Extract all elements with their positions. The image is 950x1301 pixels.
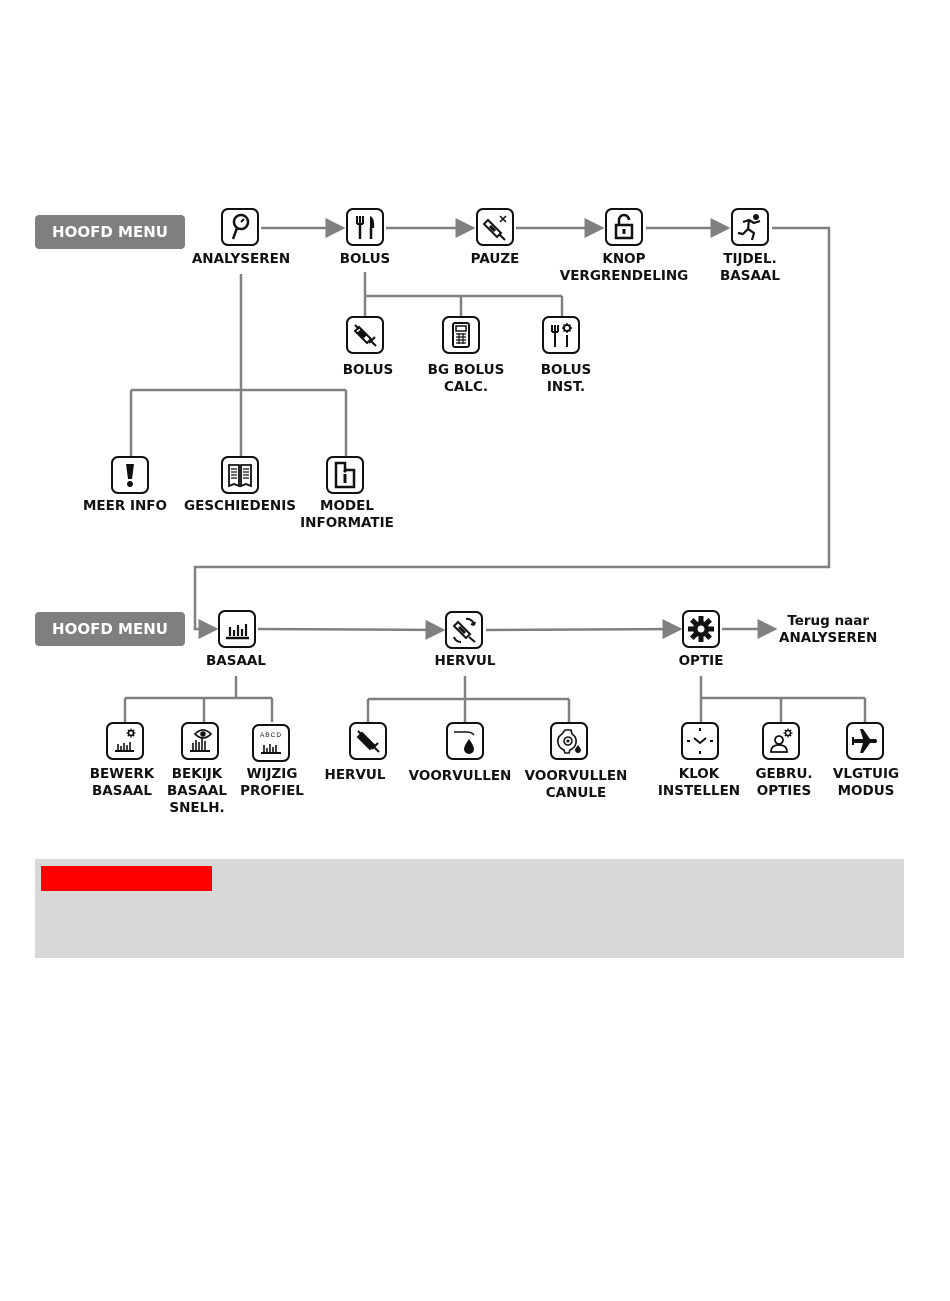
label-tijdel-basaal: TIJDEL. BASAAL bbox=[720, 251, 780, 285]
user-gear-icon[interactable] bbox=[762, 722, 800, 760]
calculator-icon[interactable] bbox=[442, 316, 480, 354]
label-line: INSTELLEN bbox=[657, 783, 741, 799]
label-line: VERGRENDELING bbox=[559, 268, 689, 284]
label-line: BASAAL bbox=[92, 783, 152, 799]
bar-chart-gear-icon[interactable] bbox=[106, 722, 144, 760]
exclamation-icon[interactable] bbox=[111, 456, 149, 494]
label-optie: OPTIE bbox=[678, 653, 724, 669]
arrow-basaal-hervul bbox=[257, 619, 446, 640]
svg-text:ABCD: ABCD bbox=[260, 732, 282, 739]
syringe-pause-icon[interactable] bbox=[476, 208, 514, 246]
label-hervul: HERVUL bbox=[434, 653, 496, 669]
airplane-icon[interactable] bbox=[846, 722, 884, 760]
label-bewerk-basaal: BEWERK BASAAL bbox=[90, 766, 154, 800]
label-line: INST. bbox=[546, 379, 586, 395]
label-line: CALC. bbox=[444, 379, 488, 395]
label-line: MODEL bbox=[320, 498, 374, 514]
note-line: ANALYSEREN bbox=[779, 630, 878, 646]
label-line: OPTIES bbox=[756, 783, 812, 799]
running-person-icon[interactable] bbox=[731, 208, 769, 246]
label-analyseren: ANALYSEREN bbox=[191, 251, 291, 267]
label-bekijk-basaal-snelh: BEKIJK BASAAL SNELH. bbox=[167, 766, 227, 817]
label-line: PROFIEL bbox=[240, 783, 304, 799]
label-vlgtuig-modus: VLGTUIG MODUS bbox=[833, 766, 899, 800]
label-line: VOORVULLEN bbox=[524, 768, 628, 784]
label-voorvullen: VOORVULLEN bbox=[408, 768, 512, 784]
label-voorvullen-canule: VOORVULLEN CANULE bbox=[525, 768, 628, 802]
book-icon[interactable] bbox=[221, 456, 259, 494]
syringe-refill-icon[interactable] bbox=[445, 611, 483, 649]
label-line: BEKIJK bbox=[171, 766, 223, 782]
back-to-analyseren-note: Terug naar ANALYSEREN bbox=[779, 613, 877, 647]
label-line: BOLUS bbox=[540, 362, 592, 378]
label-pauze: PAUZE bbox=[470, 251, 520, 267]
label-line: BG BOLUS bbox=[427, 362, 505, 378]
label-hervul-sub: HERVUL bbox=[324, 767, 386, 783]
label-gebru-opties: GEBRU. OPTIES bbox=[755, 766, 812, 800]
cannula-drop-icon[interactable] bbox=[550, 722, 588, 760]
label-meer-info: MEER INFO bbox=[83, 498, 167, 514]
main-menu-badge: HOOFD MENU bbox=[35, 215, 185, 249]
label-wijzig-profiel: WIJZIG PROFIEL bbox=[240, 766, 304, 800]
arrow-loop-to-basaal bbox=[193, 226, 831, 639]
label-line: MODUS bbox=[837, 783, 895, 799]
drop-icon[interactable] bbox=[446, 722, 484, 760]
label-geschiedenis: GESCHIEDENIS bbox=[184, 498, 296, 514]
redaction-bar bbox=[41, 866, 212, 891]
label-line: KNOP bbox=[602, 251, 646, 267]
label-line: TIJDEL. bbox=[723, 251, 777, 267]
label-line: SNELH. bbox=[169, 800, 225, 816]
label-line: BASAAL bbox=[167, 783, 227, 799]
bar-chart-eye-icon[interactable] bbox=[181, 722, 219, 760]
label-line: KLOK bbox=[678, 766, 720, 782]
label-bolus: BOLUS bbox=[339, 251, 391, 267]
label-line: GEBRU. bbox=[755, 766, 813, 782]
label-bolus-sub: BOLUS bbox=[342, 362, 394, 378]
label-bolus-inst: BOLUS INST. bbox=[541, 362, 592, 396]
label-klok-instellen: KLOK INSTELLEN bbox=[658, 766, 740, 800]
label-knop-vergrendeling: KNOP VERGRENDELING bbox=[560, 251, 689, 285]
label-line: BASAAL bbox=[720, 268, 780, 284]
label-line: WIJZIG bbox=[246, 766, 298, 782]
fork-knife-icon[interactable] bbox=[346, 208, 384, 246]
label-basaal: BASAAL bbox=[206, 653, 266, 669]
fork-gear-icon[interactable] bbox=[542, 316, 580, 354]
label-model-informatie: MODEL INFORMATIE bbox=[300, 498, 394, 532]
note-line: Terug naar bbox=[787, 613, 870, 629]
main-menu-badge: HOOFD MENU bbox=[35, 612, 185, 646]
gear-icon[interactable] bbox=[682, 610, 720, 648]
clock-icon[interactable] bbox=[681, 722, 719, 760]
arrow-hervul-optie bbox=[485, 619, 683, 640]
label-line: CANULE bbox=[545, 785, 607, 801]
label-line: INFORMATIE bbox=[300, 515, 394, 531]
bar-chart-abcd-icon[interactable]: ABCD bbox=[252, 724, 290, 762]
bar-chart-icon[interactable] bbox=[218, 610, 256, 648]
syringe-icon[interactable] bbox=[349, 722, 387, 760]
lock-icon[interactable] bbox=[605, 208, 643, 246]
syringe-icon[interactable] bbox=[346, 316, 384, 354]
info-icon[interactable] bbox=[326, 456, 364, 494]
magnifier-icon[interactable] bbox=[221, 208, 259, 246]
label-line: BEWERK bbox=[89, 766, 155, 782]
label-bg-bolus-calc: BG BOLUS CALC. bbox=[428, 362, 505, 396]
label-line: VLGTUIG bbox=[832, 766, 900, 782]
